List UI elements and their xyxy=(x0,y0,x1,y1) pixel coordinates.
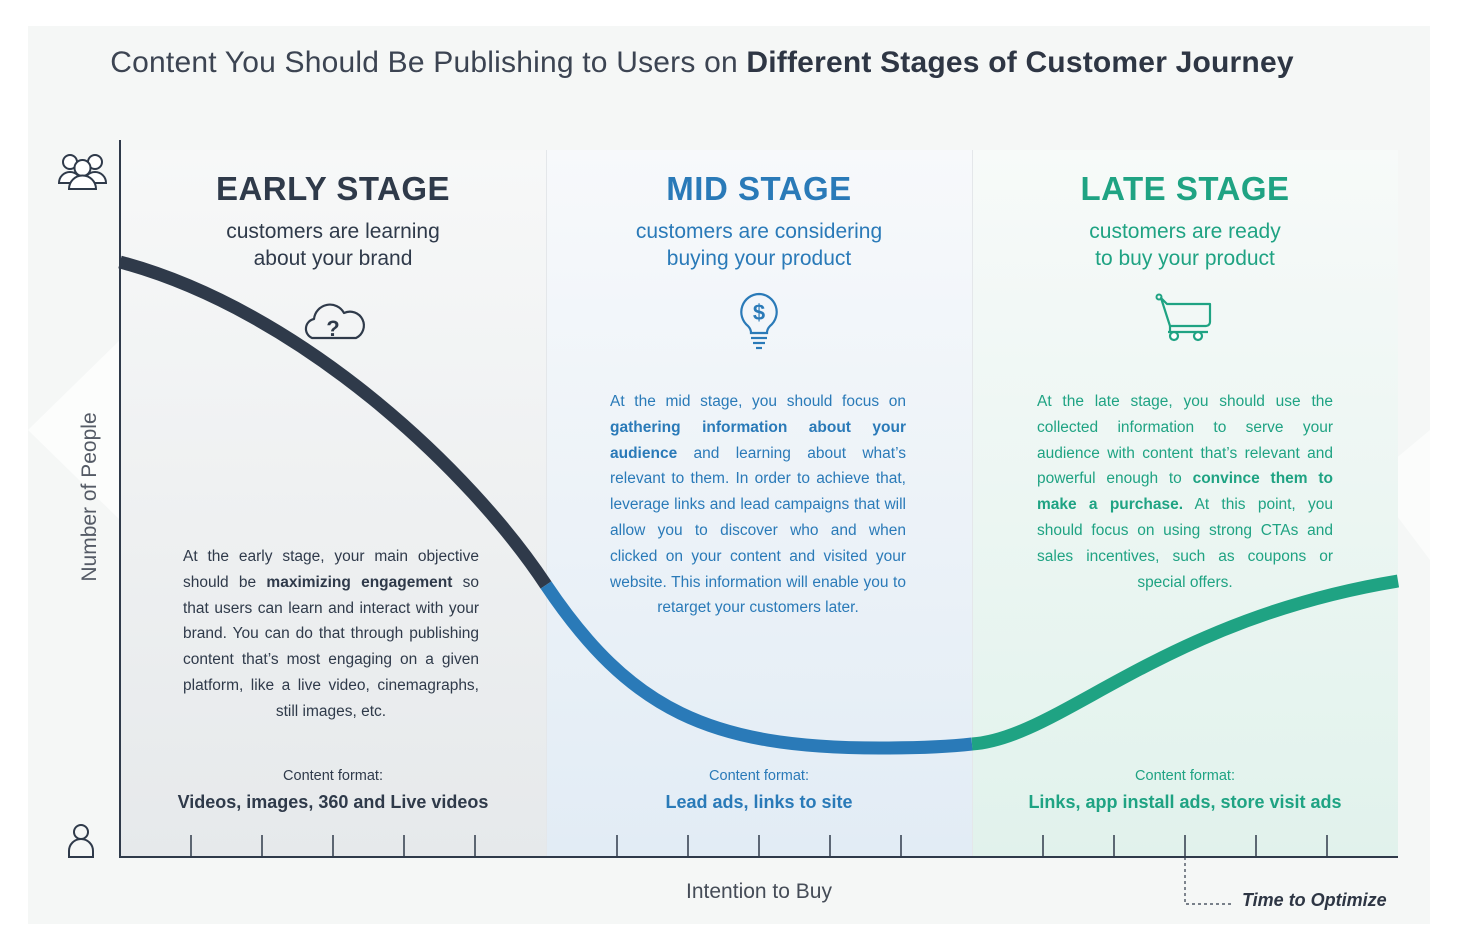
early-content-format: Content format: Videos, images, 360 and … xyxy=(177,768,489,812)
mid-content-format: Content format: Lead ads, links to site xyxy=(665,768,853,812)
time-to-optimize-label: Time to Optimize xyxy=(1242,890,1387,910)
mid-stage-subtitle: customers are considering buying your pr… xyxy=(635,220,883,270)
early-stage-heading: EARLY STAGE xyxy=(215,170,451,207)
svg-text:?: ? xyxy=(326,316,339,341)
svg-text:$: $ xyxy=(753,300,765,325)
early-stage-subtitle: customers are learning about your brand xyxy=(226,220,440,270)
mid-stage-header: MID STAGE customers are considering buyi… xyxy=(546,170,972,352)
late-content-format: Content format: Links, app install ads, … xyxy=(1028,768,1342,812)
panel-late xyxy=(972,150,1398,857)
mid-stage-heading: MID STAGE xyxy=(666,170,852,207)
early-stage-header: EARLY STAGE customers are learning about… xyxy=(120,170,546,352)
curve-early xyxy=(118,255,552,589)
x-ticks xyxy=(190,835,1328,857)
curve-mid xyxy=(540,581,973,755)
late-stage-subtitle: customers are ready to buy your product xyxy=(1089,220,1281,270)
shopping-cart-icon xyxy=(1150,292,1220,352)
group-people-icon xyxy=(57,154,108,190)
cloud-question-icon: ? xyxy=(298,292,368,352)
decor-facet xyxy=(1370,430,1430,560)
decor-facet xyxy=(28,340,120,520)
late-stage-description: At the late stage, you should use the co… xyxy=(1037,393,1334,591)
x-axis-label: Intention to Buy xyxy=(686,880,832,903)
person-icon xyxy=(68,824,94,858)
y-axis-label: Number of People xyxy=(78,412,101,582)
early-stage-description: At the early stage, your main objective … xyxy=(183,548,479,720)
curve-late xyxy=(971,574,1400,751)
late-stage-heading: LATE STAGE xyxy=(1080,170,1290,207)
late-stage-header: LATE STAGE customers are ready to buy yo… xyxy=(972,170,1398,352)
optimize-marker xyxy=(1184,857,1232,905)
mid-stage-description: At the mid stage, you should focus on ga… xyxy=(610,393,907,617)
page-title: Content You Should Be Publishing to User… xyxy=(110,46,1294,79)
lightbulb-dollar-icon: $ xyxy=(724,292,794,352)
